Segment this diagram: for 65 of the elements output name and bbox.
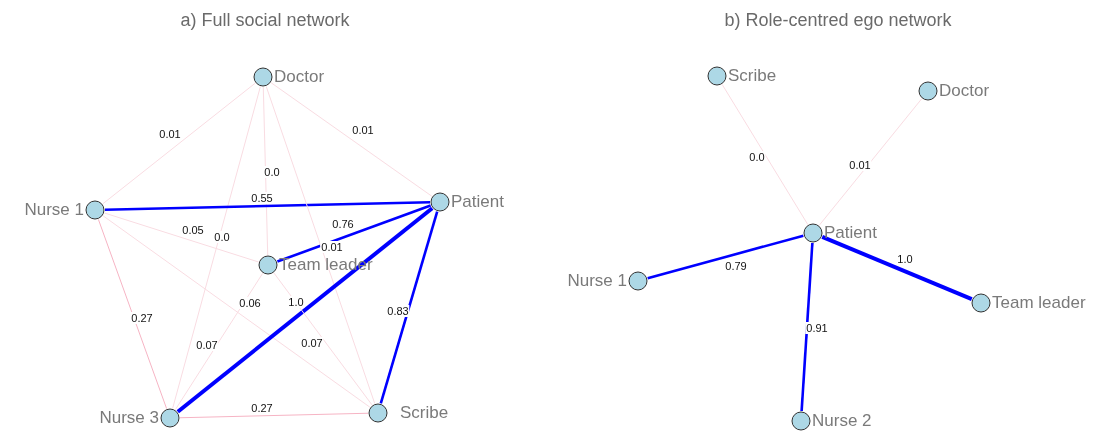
circle-node: [85, 200, 105, 220]
circle-node: [258, 255, 278, 275]
network-edge: [721, 84, 809, 225]
edge-label: 0.27: [130, 312, 154, 324]
network-edge: [800, 242, 814, 412]
network-edge: [102, 215, 371, 408]
node-label: Nurse 3: [99, 408, 159, 428]
node-label: Doctor: [274, 67, 325, 87]
edge-label: 1.0: [896, 253, 914, 265]
edge-label: 0.0: [748, 151, 766, 163]
network-edge: [176, 206, 434, 414]
circle-node: [368, 403, 388, 423]
node-label: Patient: [824, 223, 877, 243]
edge-label: 0.01: [848, 159, 872, 171]
network-edge: [262, 86, 269, 256]
panel-title: b) Role-centred ego network: [724, 10, 952, 31]
circle-node: [253, 67, 273, 87]
node-label: Nurse 1: [24, 200, 84, 220]
network-edge: [104, 212, 259, 263]
circle-node: [971, 293, 991, 313]
edge-label: 0.55: [250, 192, 274, 204]
network-edge: [379, 211, 439, 404]
network-edge: [821, 235, 973, 301]
circle-node: [160, 408, 180, 428]
node-label: Scribe: [400, 403, 449, 423]
edge-label: 1.0: [287, 296, 305, 308]
edge-label: 0.06: [238, 297, 262, 309]
circle-node: [707, 66, 727, 86]
edge-label: 0.27: [250, 402, 274, 414]
network-edge: [273, 272, 373, 406]
edge-label: 0.07: [300, 337, 324, 349]
edge-label: 0.76: [331, 218, 355, 230]
edge-label: 0.05: [181, 224, 205, 236]
network-edge: [270, 82, 433, 197]
network-edge: [276, 204, 432, 263]
edge-label: 0.01: [320, 241, 344, 253]
network-edge: [647, 234, 804, 280]
network-edge: [97, 218, 168, 410]
node-label: Nurse 1: [567, 271, 627, 291]
network-edge: [172, 86, 261, 409]
node-label: Scribe: [728, 66, 777, 86]
node-label: Team leader: [992, 293, 1086, 313]
circle-node: [791, 411, 811, 431]
edge-label: 0.0: [213, 231, 231, 243]
circle-node: [430, 192, 450, 212]
network-edge: [102, 82, 256, 205]
edge-label: 0.01: [351, 124, 375, 136]
network-edge: [179, 412, 369, 419]
circle-node: [803, 223, 823, 243]
node-label: Patient: [451, 192, 504, 212]
panel-title: a) Full social network: [180, 10, 350, 31]
edge-label: 0.0: [263, 166, 281, 178]
edge-label: 0.01: [158, 128, 182, 140]
edge-label: 0.83: [386, 305, 410, 317]
network-edge: [104, 200, 431, 212]
edge-label: 0.91: [805, 322, 829, 334]
network-edge: [174, 272, 264, 411]
node-label: Nurse 2: [812, 411, 872, 431]
edge-label: 0.79: [724, 260, 748, 272]
edge-label: 0.07: [195, 339, 219, 351]
circle-node: [918, 81, 938, 101]
node-label: Doctor: [939, 81, 990, 101]
network-edge: [265, 85, 376, 405]
network-edge: [818, 98, 923, 226]
circle-node: [628, 271, 648, 291]
